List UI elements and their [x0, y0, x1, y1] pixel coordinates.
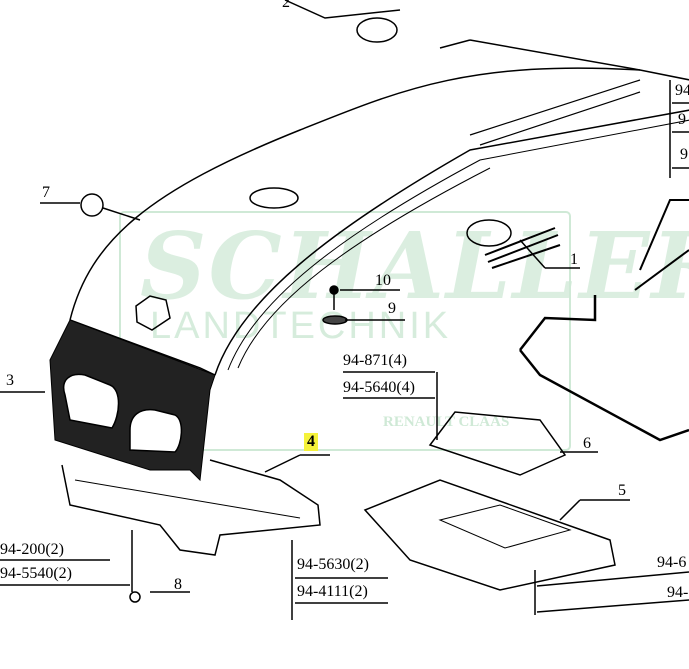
screw-10 [329, 285, 339, 295]
roof-plate [135, 295, 171, 331]
part-ref-right-b[interactable]: 94- [667, 584, 689, 601]
callout-right-c: 9 [680, 146, 688, 163]
seal-ring [466, 219, 512, 247]
part-ref-right-a[interactable]: 94-6 [657, 554, 687, 571]
part-ref-94-4111[interactable]: 94-4111(2) [297, 583, 368, 600]
cover-6 [428, 411, 567, 476]
callout-6: 6 [583, 435, 591, 452]
part-ref-94-5640[interactable]: 94-5640(4) [343, 379, 415, 396]
roof-hatch-rear [356, 17, 398, 43]
watermark-subtitle: LANDTECHNIK [150, 305, 452, 347]
callout-right-a: 94 [675, 82, 689, 99]
nut-9 [322, 315, 348, 325]
roof-panel [69, 67, 689, 321]
watermark-brand: SCHALLER [140, 212, 689, 320]
callout-2: 2 [282, 0, 290, 11]
callout-5: 5 [618, 482, 626, 499]
tray-5 [363, 479, 616, 591]
callout-1: 1 [570, 251, 578, 268]
callout-7: 7 [42, 184, 50, 201]
part-ref-94-5630[interactable]: 94-5630(2) [297, 556, 369, 573]
roof-hatch [249, 187, 299, 209]
part-ref-94-200[interactable]: 94-200(2) [0, 541, 64, 558]
callout-4-highlighted[interactable]: 4 [304, 433, 318, 451]
callout-3: 3 [6, 372, 14, 389]
nut-8 [129, 591, 141, 603]
callout-right-b: 9 [678, 111, 686, 128]
part-ref-94-871[interactable]: 94-871(4) [343, 352, 407, 369]
clip-7 [80, 193, 104, 217]
frame [519, 295, 689, 442]
part-ref-94-5540[interactable]: 94-5540(2) [0, 565, 72, 582]
callout-8: 8 [174, 576, 182, 593]
callout-9: 9 [388, 300, 396, 317]
callout-10: 10 [375, 272, 391, 289]
floor-tray [61, 459, 321, 556]
watermark-dealer: RENAULT CLAAS [383, 414, 510, 430]
